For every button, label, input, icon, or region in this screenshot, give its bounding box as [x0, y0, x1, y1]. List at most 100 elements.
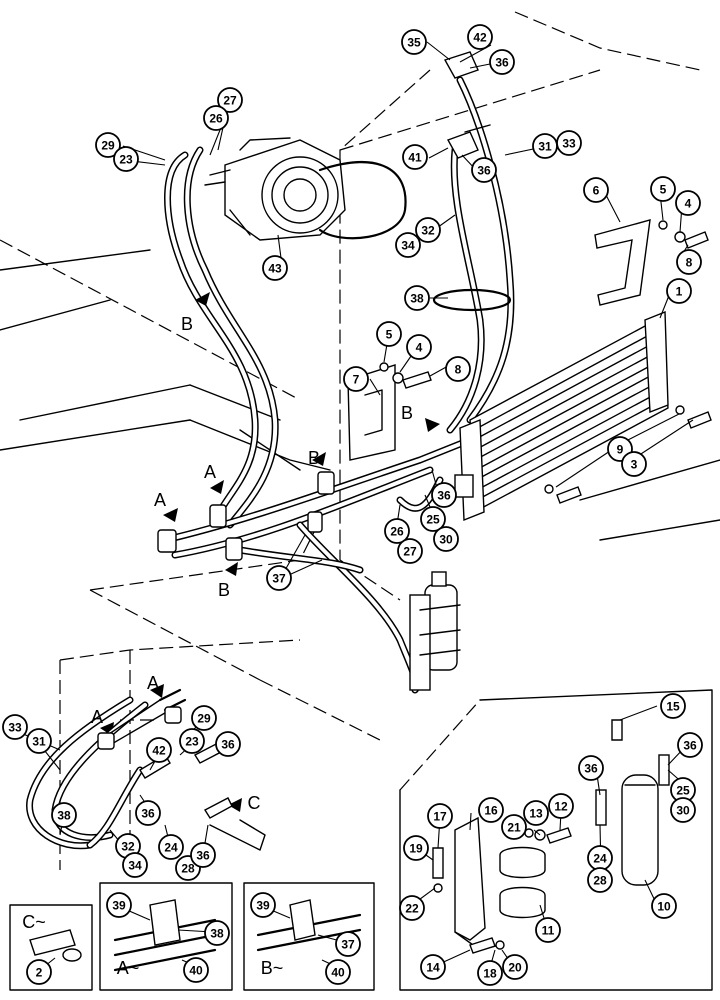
callout-number: 24 [593, 852, 607, 866]
callout-c30a: 30 [433, 526, 459, 552]
callout-number: 32 [121, 840, 135, 854]
callout-c41: 41 [402, 144, 428, 170]
callout-c36a: 36 [489, 49, 515, 75]
callout-number: 13 [529, 807, 543, 821]
callout-c4b: 4 [406, 334, 432, 360]
main-hose-routing [161, 76, 515, 694]
callout-number: 43 [268, 262, 282, 276]
callout-c36g: 36 [578, 755, 604, 781]
callout-number: 18 [483, 967, 497, 981]
callout-c25b: 25 [670, 777, 696, 803]
callout-c36h: 36 [677, 732, 703, 758]
callout-circle [427, 803, 453, 829]
callout-circle [535, 917, 561, 943]
callout-number: 33 [562, 137, 576, 151]
callout-circle [489, 49, 515, 75]
callout-c6: 6 [583, 177, 609, 203]
callout-number: 32 [421, 224, 435, 238]
detail-box-b [243, 882, 375, 991]
callout-circle [402, 144, 428, 170]
callout-number: 23 [185, 735, 199, 749]
view-label-b1: B [181, 314, 193, 334]
callout-circle [670, 797, 696, 823]
callout-number: 37 [272, 572, 286, 586]
callout-c33b: 33 [2, 714, 28, 740]
callout-number: 38 [57, 809, 71, 823]
callout-number: 34 [401, 239, 415, 253]
view-label-a2: A [204, 462, 216, 482]
callout-number: 2 [36, 966, 43, 980]
callout-number: 39 [112, 899, 126, 913]
callout-circle [401, 29, 427, 55]
callout-number: 34 [128, 859, 142, 873]
callout-c21: 21 [501, 814, 527, 840]
callout-circle [325, 959, 351, 985]
callout-c27a: 27 [217, 87, 243, 113]
callout-c10: 10 [651, 893, 677, 919]
callout-c12: 12 [548, 793, 574, 819]
callout-c15: 15 [660, 693, 686, 719]
callout-circle [191, 705, 217, 731]
callout-c26a: 26 [203, 105, 229, 131]
callout-circle [266, 565, 292, 591]
callout-c32a: 32 [415, 217, 441, 243]
callout-c8a: 8 [676, 249, 702, 275]
callout-c42b: 42 [146, 737, 172, 763]
condenser-core [454, 310, 669, 522]
callout-number: 16 [484, 804, 498, 818]
callout-circle [587, 867, 613, 893]
callout-circle [583, 177, 609, 203]
callout-circle [335, 931, 361, 957]
callout-circle [651, 893, 677, 919]
callout-number: 36 [683, 739, 697, 753]
callout-circle [122, 852, 148, 878]
callout-c23a: 23 [113, 146, 139, 172]
callout-circle [467, 24, 493, 50]
callout-number: 37 [341, 938, 355, 952]
callout-number: 36 [584, 762, 598, 776]
callout-c36e: 36 [135, 800, 161, 826]
callout-circle [501, 814, 527, 840]
view-label-a1: A [154, 490, 166, 510]
receiver-drier-detail-box [399, 689, 713, 991]
callout-number: 8 [455, 363, 462, 377]
callout-c7: 7 [343, 366, 369, 392]
callout-number: 29 [197, 712, 211, 726]
callout-circle [415, 217, 441, 243]
callout-c29a: 29 [95, 132, 121, 158]
callout-circle [420, 506, 446, 532]
callout-c38a: 38 [404, 285, 430, 311]
callout-circle [395, 232, 421, 258]
callout-number: 38 [410, 292, 424, 306]
callout-number: 36 [437, 489, 451, 503]
callout-c2: 2 [26, 959, 52, 985]
callout-number: 22 [405, 902, 419, 916]
callout-c25a: 25 [420, 506, 446, 532]
callout-c23b: 23 [179, 728, 205, 754]
callout-circle [183, 957, 209, 983]
callout-c36c: 36 [431, 482, 457, 508]
callout-number: 19 [409, 842, 423, 856]
callout-number: 38 [210, 927, 224, 941]
callout-number: 10 [657, 900, 671, 914]
callout-circle [26, 959, 52, 985]
callout-circle [250, 892, 276, 918]
view-label-b4: B [218, 580, 230, 600]
callout-circle [106, 892, 132, 918]
callout-number: 1 [676, 285, 683, 299]
callout-c36d: 36 [215, 731, 241, 757]
callout-c1: 1 [666, 278, 692, 304]
callout-circle [217, 87, 243, 113]
callout-circle [578, 755, 604, 781]
callout-c17: 17 [427, 803, 453, 829]
callout-c38b: 38 [51, 802, 77, 828]
callout-c30b: 30 [670, 797, 696, 823]
callout-circle [660, 693, 686, 719]
dashed-frame-lines [0, 11, 701, 870]
callout-number: 14 [426, 961, 440, 975]
callout-circle [397, 538, 423, 564]
callout-number: 27 [223, 94, 237, 108]
callout-number: 9 [617, 443, 624, 457]
callout-number: 5 [660, 183, 667, 197]
